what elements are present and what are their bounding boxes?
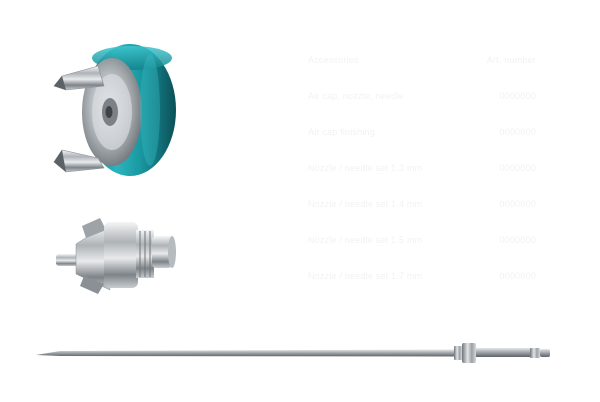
fluid-nozzle	[56, 218, 176, 294]
spec-value: 0000000	[499, 91, 536, 101]
spec-label: Nozzle / needle set 1.3 mm	[308, 163, 423, 173]
spec-label: Air cap finishing	[308, 127, 375, 137]
spec-row: Air cap, nozzle, needle 0000000	[302, 86, 542, 122]
spec-value: 0000000	[499, 127, 536, 137]
spec-value: 0000000	[499, 271, 536, 281]
spec-row: Nozzle / needle set 1.3 mm 0000000	[302, 158, 542, 194]
spec-label: Air cap, nozzle, needle	[308, 91, 404, 101]
air-cap	[53, 44, 176, 176]
spec-row: Nozzle / needle set 1.7 mm 0000000	[302, 266, 542, 302]
spec-label: Nozzle / needle set 1.7 mm	[308, 271, 423, 281]
spec-value: Art. number	[486, 55, 536, 65]
spec-row: Accessories Art. number	[302, 50, 542, 86]
spec-value: 0000000	[499, 199, 536, 209]
spec-table: Accessories Art. number Air cap, nozzle,…	[302, 50, 542, 302]
spec-value: 0000000	[499, 235, 536, 245]
spec-row: Air cap finishing 0000000	[302, 122, 542, 158]
spec-label: Nozzle / needle set 1.4 mm	[308, 199, 423, 209]
spec-label: Nozzle / needle set 1.5 mm	[308, 235, 423, 245]
spec-label: Accessories	[308, 55, 359, 65]
needle	[36, 343, 550, 363]
spec-value: 0000000	[499, 163, 536, 173]
spec-row: Nozzle / needle set 1.4 mm 0000000	[302, 194, 542, 230]
spec-row: Nozzle / needle set 1.5 mm 0000000	[302, 230, 542, 266]
